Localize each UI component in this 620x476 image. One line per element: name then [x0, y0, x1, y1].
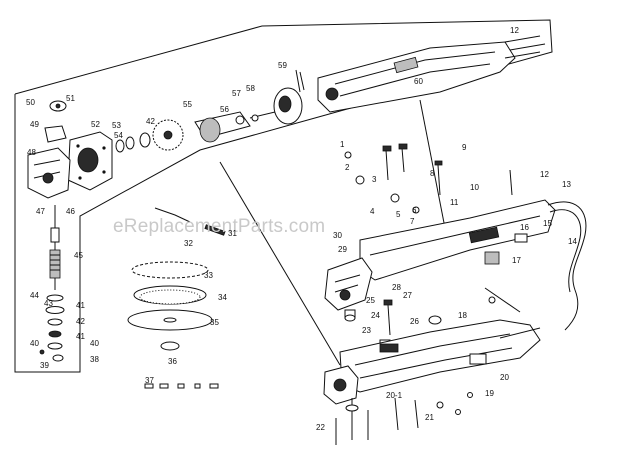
- watermark: eReplacementParts.com: [113, 216, 325, 237]
- callout-34: 34: [218, 293, 227, 302]
- callout-17: 17: [512, 256, 521, 265]
- callout-31: 31: [228, 229, 237, 238]
- callout-41: 41: [76, 301, 85, 310]
- callout-32: 32: [184, 239, 193, 248]
- armature: [194, 111, 276, 143]
- callout-48: 48: [27, 148, 36, 157]
- handle-housing: [359, 199, 556, 281]
- callout-3: 3: [372, 175, 377, 184]
- callout-52: 52: [91, 120, 100, 129]
- fasteners-bottom: [394, 392, 473, 431]
- callout-12: 12: [540, 170, 549, 179]
- callout-2: 2: [345, 163, 350, 172]
- callout-45: 45: [74, 251, 83, 260]
- callout-8: 8: [430, 169, 435, 178]
- callout-15: 15: [543, 219, 552, 228]
- spindle-washers: [39, 294, 65, 362]
- callout-26: 26: [410, 317, 419, 326]
- callout-4: 4: [370, 207, 375, 216]
- callout-41: 41: [76, 332, 85, 341]
- callout-38: 38: [90, 355, 99, 364]
- callout-33: 33: [204, 271, 213, 280]
- motor-housing-upper: [317, 35, 546, 113]
- spindle-guard: [27, 147, 71, 199]
- callout-56: 56: [220, 105, 229, 114]
- callout-20: 20: [500, 373, 509, 382]
- callout-54: 54: [114, 131, 123, 140]
- inset-leader-line-2: [419, 99, 446, 229]
- callout-24: 24: [371, 311, 380, 320]
- callout-25: 25: [366, 296, 375, 305]
- callout-37: 37: [145, 376, 154, 385]
- callout-47: 47: [36, 207, 45, 216]
- callout-49: 49: [30, 120, 39, 129]
- callout-43: 43: [44, 299, 53, 308]
- callout-53: 53: [112, 121, 121, 130]
- callout-60: 60: [414, 77, 423, 86]
- callout-10: 10: [470, 183, 479, 192]
- gear-case-housing: [67, 131, 113, 191]
- callout-27: 27: [403, 291, 412, 300]
- callout-30: 30: [333, 231, 342, 240]
- callout-57: 57: [232, 89, 241, 98]
- callout-22: 22: [316, 423, 325, 432]
- callout-29: 29: [338, 245, 347, 254]
- spindle-shaft: [49, 205, 61, 290]
- callout-1: 1: [340, 140, 345, 149]
- callout-55: 55: [183, 100, 192, 109]
- callout-16: 16: [520, 223, 529, 232]
- callout-7: 7: [410, 217, 415, 226]
- callout-46: 46: [66, 207, 75, 216]
- callout-23: 23: [362, 326, 371, 335]
- bearing-small: [115, 132, 151, 153]
- nut-row: [144, 383, 219, 389]
- callout-42: 42: [76, 317, 85, 326]
- callout-58: 58: [246, 84, 255, 93]
- callout-39: 39: [40, 361, 49, 370]
- callout-19: 19: [485, 389, 494, 398]
- callout-40: 40: [30, 339, 39, 348]
- screws-upper: [344, 143, 513, 214]
- motor-end-cap: [273, 69, 305, 125]
- callout-6: 6: [412, 206, 417, 215]
- callout-21: 21: [425, 413, 434, 422]
- head-assembly-lower: [323, 365, 369, 445]
- callout-42: 42: [146, 117, 155, 126]
- callout-40: 40: [90, 339, 99, 348]
- gear-wheel: [152, 119, 184, 151]
- cap-top: [44, 100, 67, 143]
- callout-13: 13: [562, 180, 571, 189]
- callout-59: 59: [278, 61, 287, 70]
- callout-36: 36: [168, 357, 177, 366]
- callout-5: 5: [396, 210, 401, 219]
- callout-18: 18: [458, 311, 467, 320]
- inset-frame-border: [14, 19, 553, 373]
- disc-stack: [127, 207, 226, 351]
- callout-20-1: 20-1: [386, 391, 403, 400]
- callout-44: 44: [30, 291, 39, 300]
- switch-assembly: [324, 257, 373, 319]
- callout-51: 51: [66, 94, 75, 103]
- power-cord: [547, 201, 587, 331]
- callout-11: 11: [450, 198, 459, 207]
- callout-28: 28: [392, 283, 401, 292]
- callout-50: 50: [26, 98, 35, 107]
- callout-12: 12: [510, 26, 519, 35]
- callout-35: 35: [210, 318, 219, 327]
- callout-14: 14: [568, 237, 577, 246]
- inset-leader-line: [219, 161, 341, 366]
- callout-9: 9: [462, 143, 467, 152]
